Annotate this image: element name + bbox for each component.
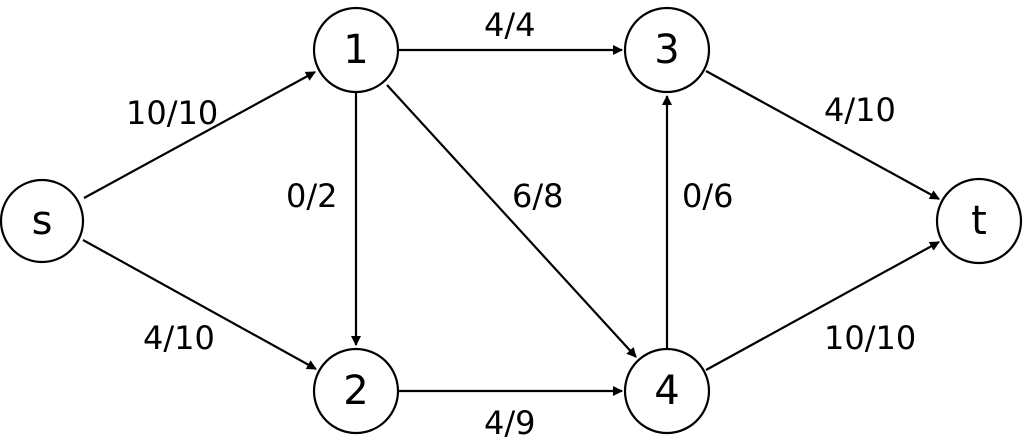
node-t-label: t xyxy=(971,198,987,244)
node-2-label: 2 xyxy=(343,368,368,414)
node-3: 3 xyxy=(623,6,711,94)
edge-label-2-4: 4/9 xyxy=(484,404,536,442)
edge-label-1-3: 4/4 xyxy=(484,6,536,44)
node-t: t xyxy=(935,177,1023,265)
edge-3-t xyxy=(705,70,940,200)
edge-s-1 xyxy=(83,71,316,199)
edge-label-1-2: 0/2 xyxy=(286,177,338,215)
node-2-circle xyxy=(312,347,400,435)
edge-1-4 xyxy=(386,84,637,358)
node-4-label: 4 xyxy=(654,368,679,414)
edge-label-4-3: 0/6 xyxy=(682,177,734,215)
edge-label-4-t: 10/10 xyxy=(824,319,916,357)
edges-layer xyxy=(82,45,940,396)
node-1-circle xyxy=(312,6,400,94)
edge-4-t xyxy=(705,241,940,371)
node-s-circle xyxy=(0,178,85,264)
node-3-circle xyxy=(623,6,711,94)
edge-label-1-4: 6/8 xyxy=(512,177,564,215)
edge-labels-layer: 10/10 4/10 4/4 0/2 6/8 4/9 0/6 4/10 10/1… xyxy=(126,6,916,442)
edge-s-2 xyxy=(82,239,317,370)
node-4: 4 xyxy=(623,347,711,435)
node-1-label: 1 xyxy=(343,27,368,73)
edge-label-s-2: 4/10 xyxy=(143,319,215,357)
node-t-circle xyxy=(935,177,1023,265)
node-4-circle xyxy=(623,347,711,435)
node-s: s xyxy=(0,178,85,264)
nodes-layer: s 1 2 3 4 t xyxy=(0,6,1023,435)
node-1: 1 xyxy=(312,6,400,94)
edge-label-3-t: 4/10 xyxy=(824,91,896,129)
node-s-label: s xyxy=(32,198,53,244)
node-3-label: 3 xyxy=(654,27,679,73)
edge-label-s-1: 10/10 xyxy=(126,94,218,132)
node-2: 2 xyxy=(312,347,400,435)
